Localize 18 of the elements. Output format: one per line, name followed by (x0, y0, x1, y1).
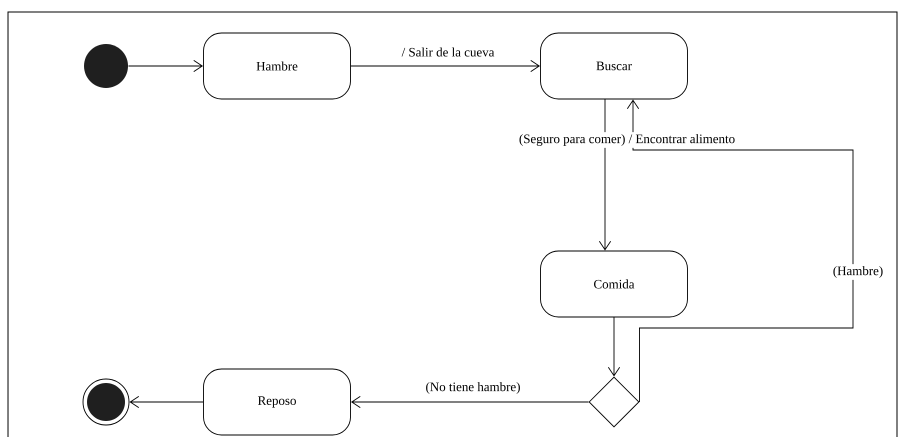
initial-state (84, 44, 128, 88)
arrow (129, 396, 204, 408)
decision-diamond (588, 376, 640, 428)
arrow (350, 60, 540, 72)
edge-label: (No tiene hambre) (426, 382, 520, 394)
edge-label: (Seguro para comer) / Encontrar alimento (516, 132, 738, 148)
state-box: Comida (540, 250, 688, 318)
edge-label: / Salir de la cueva (402, 47, 494, 57)
arrow (350, 396, 589, 408)
arrow (608, 317, 620, 377)
arrow (626, 99, 854, 402)
state-box: Buscar (540, 32, 688, 100)
state-box: Reposo (203, 368, 351, 436)
final-state (82, 378, 130, 426)
arrow (128, 60, 204, 72)
state-box: Hambre (203, 32, 351, 100)
arrow (598, 99, 612, 251)
edge-label: (Hambre) (830, 264, 886, 280)
